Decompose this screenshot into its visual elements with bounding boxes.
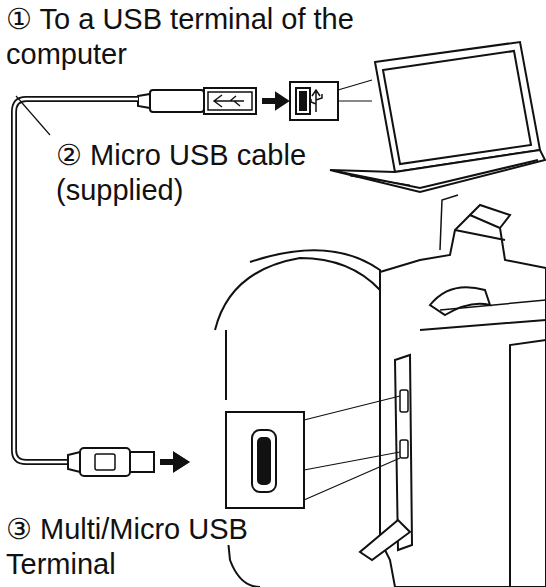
illustration-stroke	[290, 82, 338, 120]
illustration-stroke	[340, 160, 538, 188]
illustration-stroke	[68, 452, 80, 472]
illustration-stroke	[214, 95, 244, 107]
illustration-stroke	[430, 287, 490, 315]
illustration-stroke	[138, 94, 150, 108]
illustration-stroke	[150, 90, 204, 112]
illustration-stroke	[440, 195, 458, 250]
illustration-stroke	[174, 453, 188, 471]
label-box: ② Micro USB cable (supplied)	[56, 138, 326, 208]
illustration-stroke	[360, 520, 410, 560]
illustration-stroke	[258, 438, 270, 484]
illustration-stroke	[440, 300, 546, 310]
illustration-stroke	[80, 448, 130, 476]
illustration-stroke	[204, 88, 256, 114]
illustration-stroke	[208, 92, 252, 110]
illustration-stroke	[330, 150, 545, 192]
illustration-stroke	[95, 454, 115, 470]
illustration-stroke	[455, 205, 510, 240]
illustration-stroke	[400, 390, 408, 412]
terminal-label: ① To a USB terminal of the computer	[6, 3, 354, 70]
illustration-stroke	[296, 88, 310, 114]
illustration-stroke	[383, 51, 531, 164]
illustration-stroke	[304, 396, 400, 500]
illustration-stroke	[338, 80, 372, 101]
illustration-stroke	[300, 92, 306, 110]
illustration-stroke	[375, 42, 540, 172]
illustration-stroke	[16, 96, 50, 135]
label-box: ③ Multi/Micro USB Terminal	[6, 512, 266, 582]
label-box: ① To a USB terminal of the computer	[6, 2, 446, 72]
illustration-stroke	[420, 320, 546, 587]
illustration-stroke	[14, 42, 546, 587]
illustration-stroke	[350, 176, 410, 185]
illustration-stroke	[130, 452, 154, 472]
illustration-stroke	[400, 440, 408, 458]
illustration-stroke	[311, 90, 322, 112]
illustration-stroke	[174, 453, 188, 471]
terminal-label: ③ Multi/Micro USB Terminal	[6, 513, 248, 580]
illustration-stroke	[250, 250, 380, 520]
illustration-stroke	[252, 430, 276, 492]
cable-label: ② Micro USB cable (supplied)	[56, 139, 306, 206]
illustration-stroke	[226, 412, 304, 508]
illustration-stroke	[215, 258, 380, 330]
illustration-stroke	[276, 93, 288, 109]
